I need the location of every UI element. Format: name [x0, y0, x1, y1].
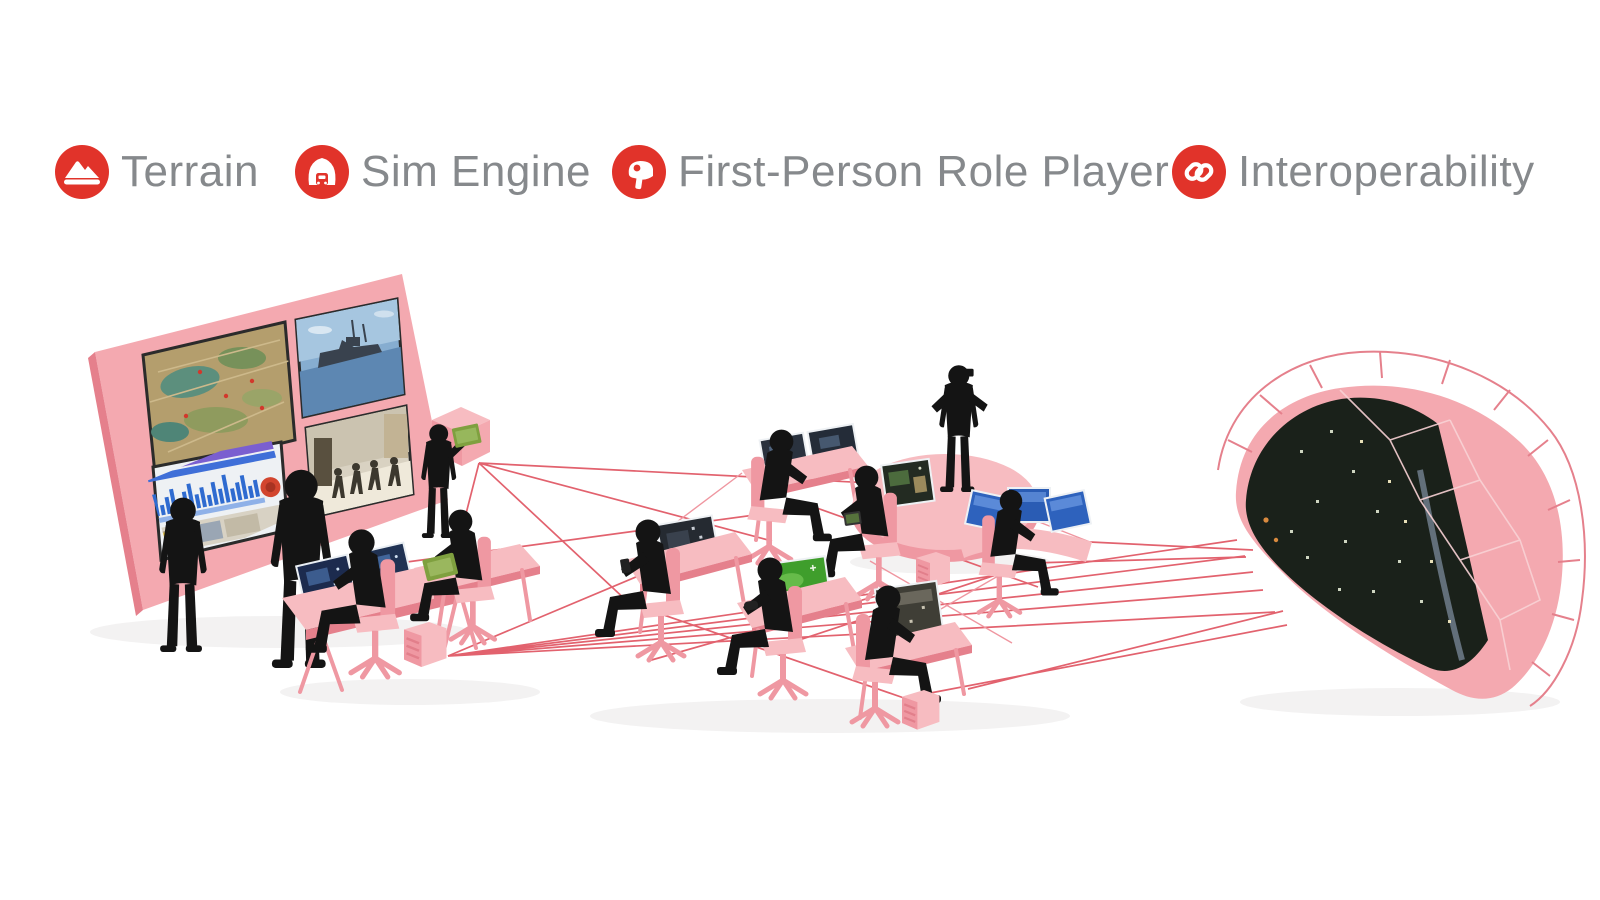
- left-console-cluster: [282, 509, 540, 694]
- triple-monitor-console: [958, 487, 1093, 616]
- dome-geodesic-facets: [1339, 389, 1541, 671]
- vr-operator: [931, 365, 988, 492]
- legend-item-sim-engine: Sim Engine: [295, 143, 591, 201]
- standing-operator-tablet: [421, 423, 482, 538]
- legend-item-first-person-role-player: First-Person Role Player: [612, 143, 1169, 201]
- legend-label-interoperability: Interoperability: [1238, 147, 1535, 196]
- legend-item-interoperability: Interoperability: [1172, 143, 1535, 201]
- wall-screen-infantry-sim: [304, 404, 415, 519]
- vr-role-player-icon: [612, 145, 666, 199]
- chain-link-icon: [1172, 145, 1226, 199]
- dome-screen-imagery: [1263, 430, 1465, 661]
- handheld-phone: [620, 558, 631, 574]
- floor-cabinet: [900, 688, 941, 731]
- handheld-tablet: [843, 510, 862, 526]
- legend-label-terrain: Terrain: [121, 147, 259, 196]
- center-console-cluster: [595, 365, 1039, 731]
- laptop-terrain-tablet: [422, 552, 459, 582]
- hub-cabinet: [402, 620, 448, 669]
- game-controller: [744, 600, 759, 611]
- mountain-icon: [55, 145, 109, 199]
- legend: Terrain Sim Engine: [0, 0, 1600, 230]
- legend-label-sim-engine: Sim Engine: [361, 147, 592, 196]
- dome-wireframe: [1217, 350, 1586, 707]
- wall-screen-terrain-map: [141, 320, 297, 476]
- dome-screen: [1245, 397, 1488, 671]
- legend-label-first-person-role-player: First-Person Role Player: [678, 147, 1170, 196]
- wall-screen-naval-sim: [294, 297, 406, 419]
- legend-item-terrain: Terrain: [55, 143, 259, 201]
- projection-dome: [1217, 350, 1586, 707]
- driving-sim-icon: [295, 145, 349, 199]
